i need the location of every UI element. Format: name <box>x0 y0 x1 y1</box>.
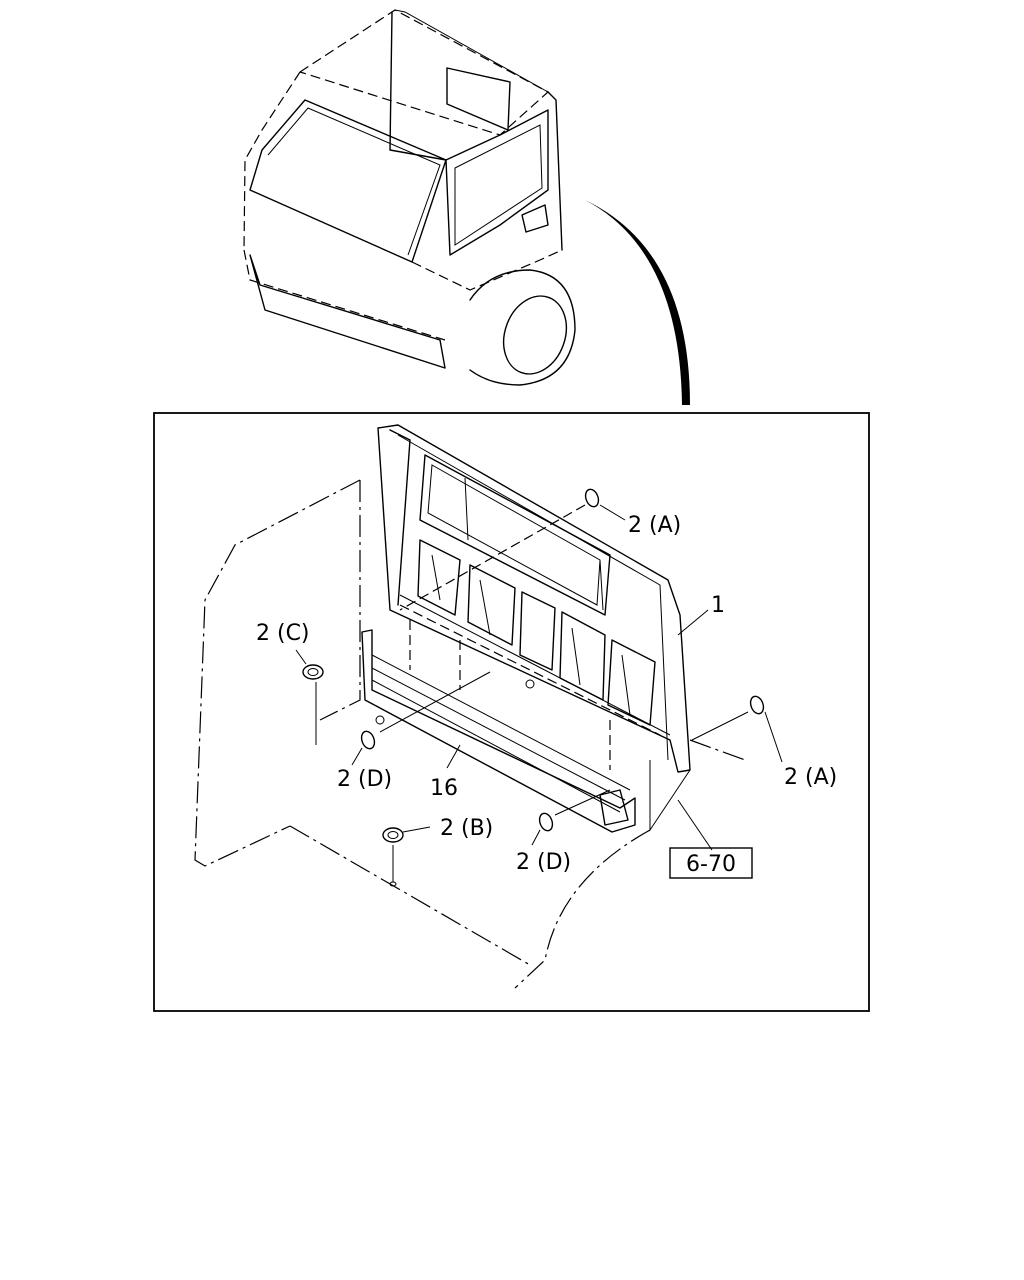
callout-part-1: 1 <box>711 593 725 618</box>
callout-2a-top: 2 (A) <box>628 513 681 538</box>
callout-leaders <box>295 488 783 887</box>
callout-2c: 2 (C) <box>256 621 310 646</box>
callout-2a-right: 2 (A) <box>784 765 837 790</box>
detail-frame <box>153 412 870 1012</box>
reference-box[interactable] <box>669 847 753 879</box>
bottom-rail-part-16 <box>361 629 691 833</box>
truck-cab-illustration <box>243 9 690 405</box>
reference-label: 6-70 <box>686 852 736 877</box>
cab-outline-reference <box>194 479 746 989</box>
callout-2d-right: 2 (D) <box>516 850 571 875</box>
callout-part-16: 16 <box>430 776 458 801</box>
callout-2d-left: 2 (D) <box>337 767 392 792</box>
rear-panel-part-1 <box>377 424 691 773</box>
callout-2b: 2 (B) <box>440 816 493 841</box>
